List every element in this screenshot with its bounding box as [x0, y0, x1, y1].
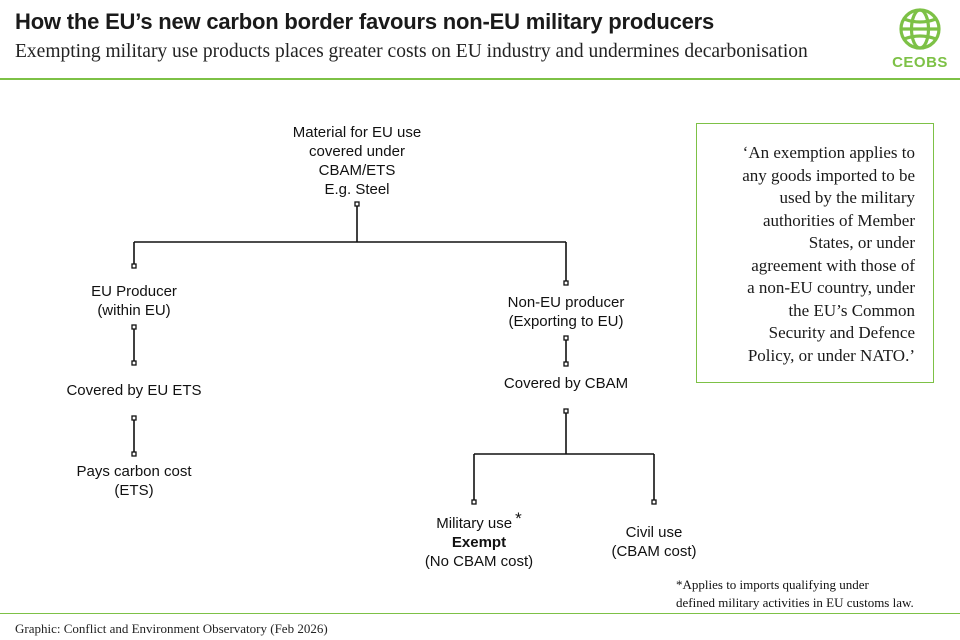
footnote: *Applies to imports qualifying under def…	[676, 576, 914, 612]
quote-line: used by the military	[779, 188, 915, 207]
civil-use-sublabel: (CBAM cost)	[611, 543, 697, 560]
civil-use-label: Civil use	[625, 524, 683, 541]
root-line: covered under	[309, 143, 405, 160]
military-use-node: Military use* Exempt (No CBAM cost)	[389, 509, 569, 571]
connector-node	[651, 499, 657, 505]
eu-pays-sublabel: (ETS)	[114, 482, 154, 499]
military-use-line: Military use*	[389, 509, 569, 533]
non-eu-producer-label: Non-EU producer	[507, 294, 625, 311]
logo-wordmark: CEOBS	[892, 54, 948, 71]
connector-node	[563, 335, 569, 341]
eu-pays-label: Pays carbon cost	[76, 463, 192, 480]
connector-node	[471, 499, 477, 505]
footnote-line: *Applies to imports qualifying under	[676, 577, 869, 592]
connector-node	[563, 408, 569, 414]
legal-quote-box: ‘An exemption applies to any goods impor…	[696, 123, 934, 383]
quote-line: States, or under	[808, 233, 915, 252]
eu-ets-label: Covered by EU ETS	[66, 382, 202, 399]
cbam-node: Covered by CBAM	[466, 374, 666, 393]
page-subtitle: Exempting military use products places g…	[15, 41, 808, 62]
non-eu-producer-sublabel: (Exporting to EU)	[508, 313, 624, 330]
page-title: How the EU’s new carbon border favours n…	[15, 9, 715, 34]
eu-pays-node: Pays carbon cost (ETS)	[44, 462, 224, 500]
footnote-marker: *	[515, 509, 522, 528]
connector-node	[131, 415, 137, 421]
no-cbam-cost-label: (No CBAM cost)	[424, 553, 534, 570]
eu-ets-node: Covered by EU ETS	[34, 381, 234, 400]
military-use-label: Military use	[436, 515, 513, 532]
connector-node	[131, 324, 137, 330]
civil-use-node: Civil use (CBAM cost)	[564, 523, 744, 561]
exempt-label: Exempt	[451, 534, 507, 551]
footnote-line: defined military activities in EU custom…	[676, 595, 914, 610]
connector-node	[131, 451, 137, 457]
root-line: E.g. Steel	[324, 181, 390, 198]
quote-line: agreement with those of	[751, 255, 915, 275]
root-line: CBAM/ETS	[318, 162, 396, 179]
footer-divider	[0, 613, 960, 614]
quote-line: authorities of Member	[762, 210, 915, 230]
connector-node	[131, 360, 137, 366]
eu-producer-node: EU Producer (within EU)	[44, 282, 224, 320]
connector-node	[354, 201, 360, 207]
quote-line: a non-EU country, under	[747, 278, 915, 297]
quote-line: ‘An exemption applies to	[742, 143, 915, 162]
quote-line: any goods imported to be	[742, 165, 915, 185]
root-line: Material for EU use	[292, 124, 422, 141]
ceobs-logo: CEOBS	[890, 6, 950, 76]
connector-node	[563, 361, 569, 367]
quote-line: Policy, or under NATO.’	[747, 345, 915, 365]
non-eu-producer-node: Non-EU producer (Exporting to EU)	[466, 293, 666, 331]
cbam-label: Covered by CBAM	[503, 375, 629, 392]
connector-node	[563, 280, 569, 286]
quote-line: the EU’s Common	[788, 300, 915, 320]
quote-line: Security and Defence	[768, 323, 915, 342]
connector-node	[131, 263, 137, 269]
eu-producer-sublabel: (within EU)	[97, 302, 171, 319]
source-credit: Graphic: Conflict and Environment Observ…	[15, 621, 328, 636]
eu-producer-label: EU Producer	[91, 283, 177, 300]
header-divider	[0, 78, 960, 80]
root-node: Material for EU use covered under CBAM/E…	[257, 123, 457, 199]
globe-icon	[899, 8, 941, 50]
